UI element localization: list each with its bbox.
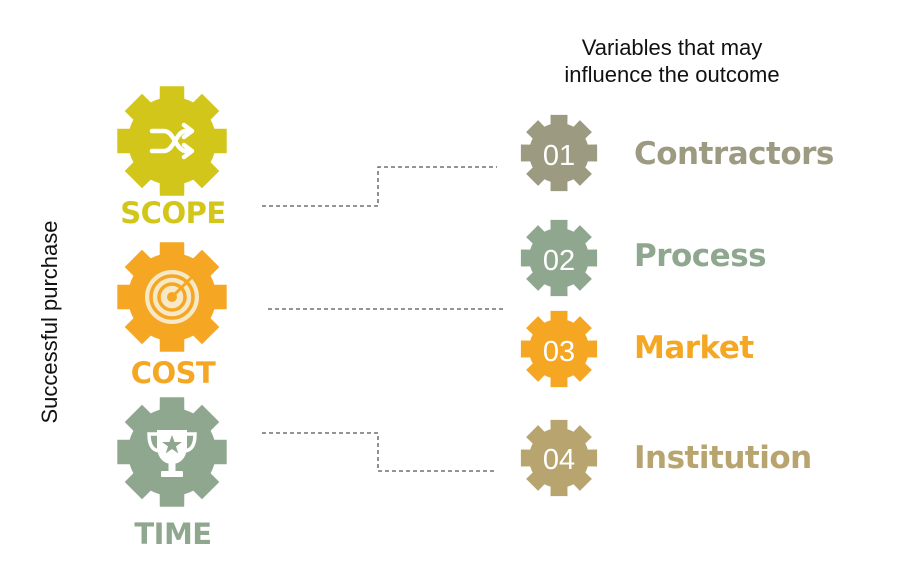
variable-number-02: 02 [543, 245, 575, 277]
variable-number-04: 04 [543, 444, 575, 476]
process-gear [520, 219, 598, 297]
variable-number-01: 01 [543, 140, 575, 172]
contractors-label: Contractors [634, 136, 834, 172]
institution-gear [520, 419, 598, 497]
header-line-2: influence the outcome [564, 62, 780, 87]
cost-label: COST [130, 356, 216, 390]
market-gear [520, 310, 598, 388]
market-label: Market [634, 330, 754, 366]
process-label: Process [634, 238, 767, 274]
contractors-gear-shape [520, 114, 598, 192]
variable-number-03: 03 [543, 336, 575, 368]
scope-gear [117, 86, 227, 196]
connector-time-institution [262, 432, 497, 472]
time-label: TIME [134, 517, 212, 551]
shuffle-icon [149, 122, 195, 160]
contractors-gear [520, 114, 598, 192]
scope-gear-shape [117, 86, 227, 196]
header-line-1: Variables that may [581, 35, 763, 60]
trophy-icon [147, 430, 197, 477]
market-gear-shape [520, 310, 598, 388]
connector-scope-contractors [262, 166, 497, 207]
scope-label: SCOPE [120, 196, 226, 230]
target-icon [145, 269, 200, 324]
variables-header: Variables that may influence the outcome [530, 34, 814, 88]
institution-label: Institution [634, 440, 812, 476]
institution-gear-shape [520, 419, 598, 497]
process-gear-shape [520, 219, 598, 297]
